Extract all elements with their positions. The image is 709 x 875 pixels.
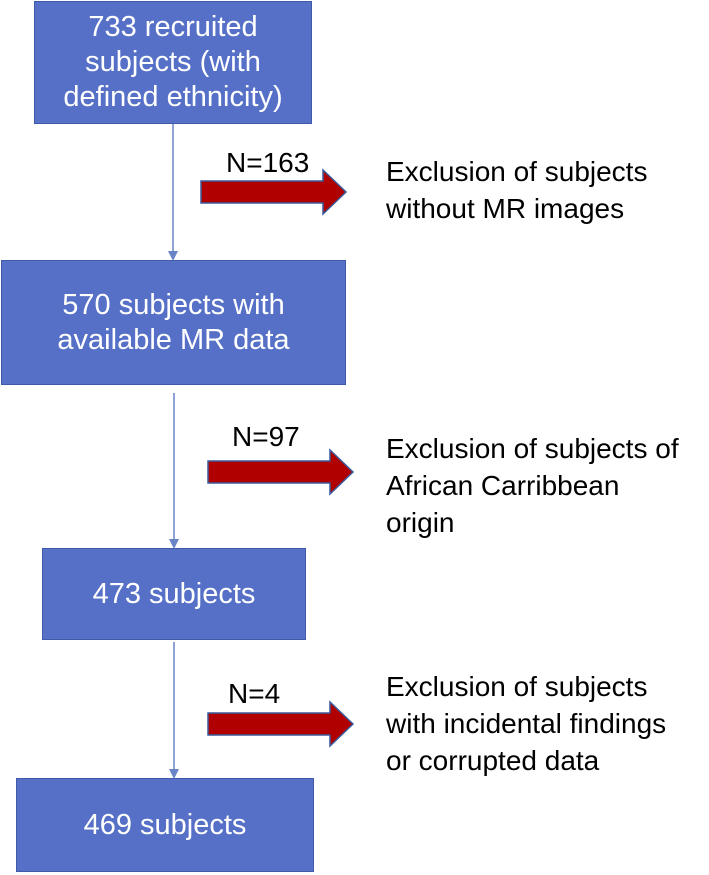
exclusion-count-1: N=163 [226,147,310,178]
exclusion-arrow-3 [207,700,355,748]
exclusion-text-1: Exclusion of subjects without MR images [386,156,648,225]
exclusion-arrow-2 [207,448,355,496]
box-recruited-subjects: 733 recruited subjects (with defined eth… [34,1,312,124]
box-473-subjects: 473 subjects [42,548,306,640]
box-available-mr-data: 570 subjects with available MR data [1,260,346,385]
exclusion-text-2: Exclusion of subjects of African Carribb… [386,433,679,539]
exclusion-text-3: Exclusion of subjects with incidental fi… [386,671,667,777]
exclusion-count-2: N=97 [232,421,300,452]
exclusion-count-3: N=4 [228,678,281,709]
box-469-subjects: 469 subjects [16,778,314,872]
exclusion-arrow-1 [200,168,348,216]
